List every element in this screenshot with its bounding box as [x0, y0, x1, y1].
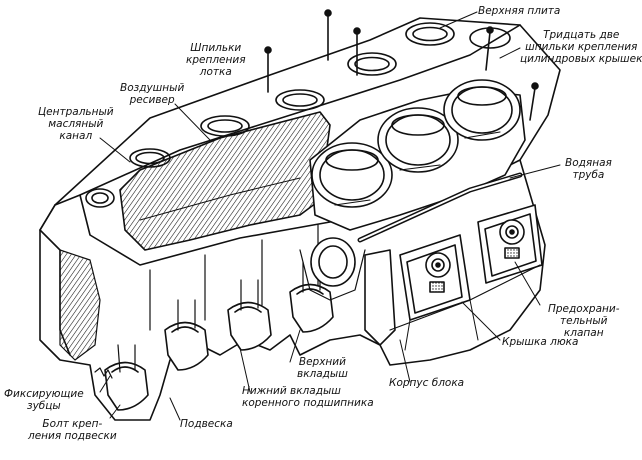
- label-hatch-cover: Крышка люка: [502, 336, 579, 348]
- label-block-body: Корпус блока: [389, 377, 465, 389]
- top-plate-bores: [85, 22, 511, 208]
- leader-lines: [99, 11, 561, 421]
- label-hanger: Подвеска: [180, 418, 233, 430]
- label-water-pipe: Водяная труба: [565, 157, 612, 181]
- hatch-covers: [399, 204, 543, 351]
- label-top-plate: Верхняя плита: [478, 5, 561, 17]
- label-air-receiver: Воздушный ресивер: [120, 82, 185, 106]
- label-fixing-teeth: Фиксирующие зубцы: [4, 388, 84, 412]
- label-oil-channel: Центральный масляный канал: [38, 106, 114, 142]
- water-pipe: [357, 172, 523, 243]
- label-lower-shell: Нижний вкладыш коренного подшипника: [242, 385, 374, 409]
- main-bearings: [104, 224, 366, 411]
- label-upper-shell: Верхний вкладыш: [297, 356, 348, 380]
- label-tray-studs: Шпильки крепления лотка: [186, 42, 246, 78]
- label-safety-valve: Предохрани- тельный клапан: [548, 303, 620, 339]
- label-head-studs: Тридцать две шпильки крепления цилиндров…: [520, 29, 642, 65]
- label-hanger-bolt: Болт креп- ления подвески: [28, 418, 117, 442]
- block-body-lower: [364, 249, 541, 346]
- cylinder-bores: [309, 79, 526, 231]
- left-foot: [59, 249, 113, 379]
- air-receiver: [119, 111, 331, 251]
